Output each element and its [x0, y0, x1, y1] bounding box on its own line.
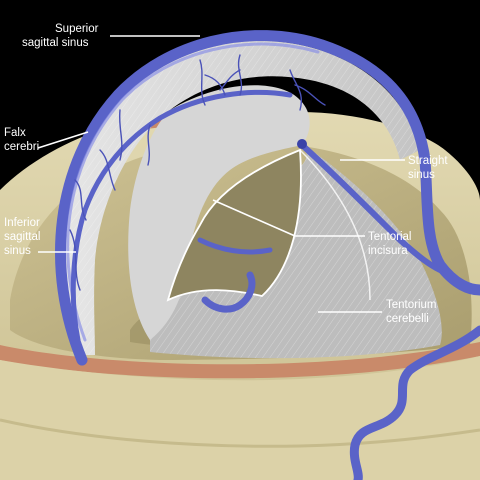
- label-straight-sinus-line1: Straight: [408, 155, 448, 167]
- sigmoid-veins: [197, 237, 480, 480]
- label-straight-sinus-line2: sinus: [408, 169, 435, 181]
- label-inferior-sagittal-sinus-line3: sinus: [4, 245, 31, 257]
- label-superior-sagittal-sinus: Superior sagittal sinus: [22, 23, 102, 49]
- label-tentorial-incisura: Tentorial incisura: [368, 231, 415, 257]
- label-inferior-sagittal-sinus: Inferior sagittal sinus: [4, 217, 44, 257]
- label-tentorial-incisura-line1: Tentorial: [368, 231, 411, 243]
- label-tentorium-cerebelli-line1: Tentorium: [386, 299, 437, 311]
- label-inferior-sagittal-sinus-line2: sagittal: [4, 231, 40, 243]
- label-falx-cerebri: Falx cerebri: [4, 127, 39, 153]
- label-inferior-sagittal-sinus-line1: Inferior: [4, 217, 40, 229]
- label-tentorium-cerebelli: Tentorium cerebelli: [386, 299, 440, 325]
- label-superior-sagittal-sinus-line1: Superior: [55, 23, 99, 35]
- leader-incisura-inner: [212, 199, 296, 237]
- label-superior-sagittal-sinus-line2: sagittal sinus: [22, 37, 89, 49]
- label-tentorial-incisura-line2: incisura: [368, 245, 408, 257]
- superior-sagittal-sinus: [55, 30, 480, 366]
- leader-lines: [37, 35, 405, 313]
- label-falx-cerebri-line2: cerebri: [4, 141, 39, 153]
- label-straight-sinus: Straight sinus: [408, 155, 451, 181]
- falx-cerebri: [57, 40, 421, 355]
- label-falx-cerebri-line1: Falx: [4, 127, 26, 139]
- labels: Superior sagittal sinus Falx cerebri Str…: [4, 23, 451, 325]
- tentorial-incisura: [166, 148, 371, 302]
- label-tentorium-cerebelli-line2: cerebelli: [386, 313, 429, 325]
- straight-sinus: [297, 139, 443, 273]
- falx-veins: [69, 54, 326, 291]
- leader-falx-cerebri: [37, 131, 89, 149]
- tentorium-cerebelli: [150, 145, 442, 359]
